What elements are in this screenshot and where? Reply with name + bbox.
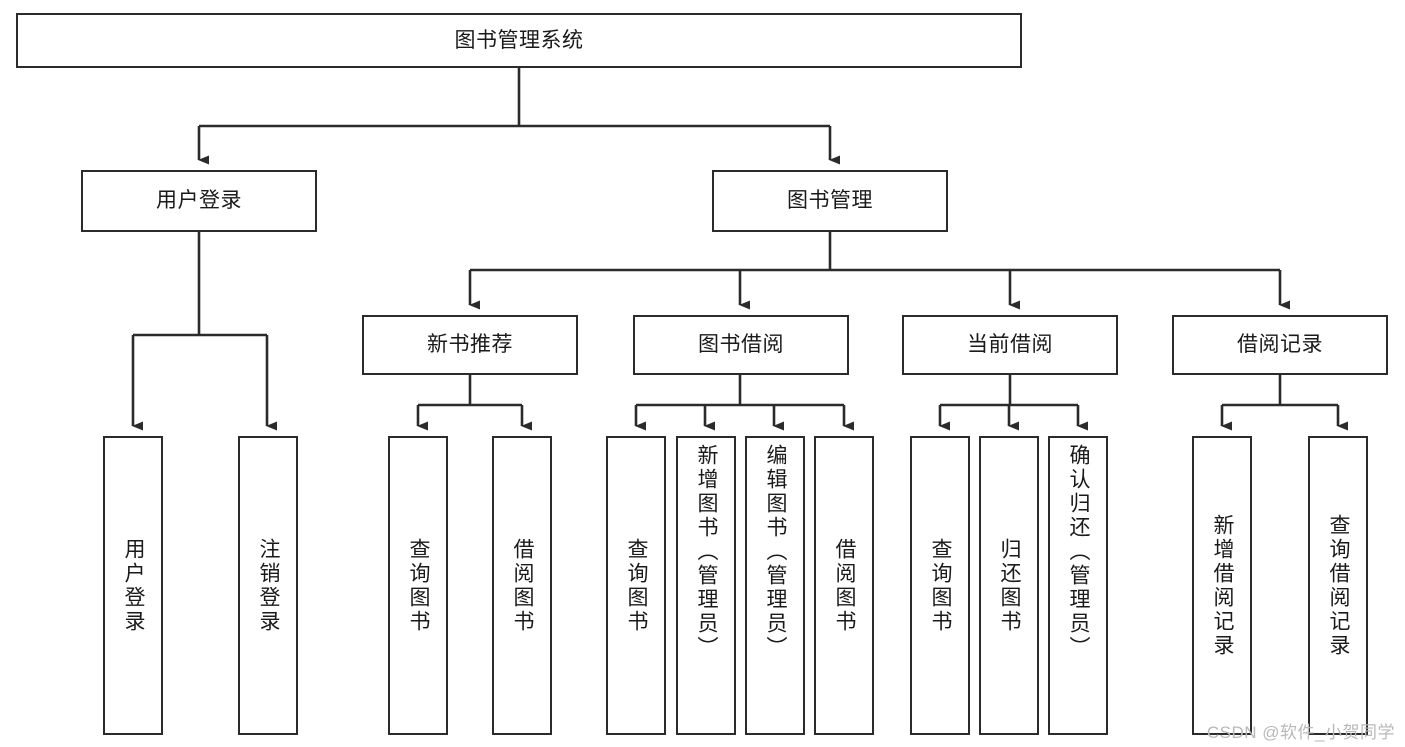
node-leaf-query-book-3-label: 查询图书 — [929, 537, 953, 634]
node-leaf-query-book-1[interactable]: 查询图书 — [388, 436, 448, 735]
node-leaf-query-book-1-label: 查询图书 — [407, 537, 431, 634]
node-leaf-confirm-return-label: 确认归还（管理员） — [1067, 444, 1091, 660]
node-leaf-edit-book[interactable]: 编辑图书（管理员） — [745, 436, 805, 735]
node-leaf-borrow-book-2-label: 借阅图书 — [833, 537, 857, 634]
node-leaf-return-book-label: 归还图书 — [998, 537, 1022, 634]
node-current-borrow-label: 当前借阅 — [967, 333, 1053, 357]
node-leaf-user-login[interactable]: 用户登录 — [103, 436, 163, 735]
node-leaf-return-book[interactable]: 归还图书 — [979, 436, 1039, 735]
node-book-borrow[interactable]: 图书借阅 — [633, 315, 849, 375]
node-leaf-query-record[interactable]: 查询借阅记录 — [1308, 436, 1368, 735]
node-borrow-record-label: 借阅记录 — [1237, 333, 1323, 357]
node-leaf-add-record[interactable]: 新增借阅记录 — [1192, 436, 1252, 735]
node-root-label: 图书管理系统 — [454, 28, 584, 52]
node-leaf-query-book-2[interactable]: 查询图书 — [606, 436, 666, 735]
node-user-login[interactable]: 用户登录 — [81, 170, 317, 232]
node-book-management[interactable]: 图书管理 — [712, 170, 948, 232]
csdn-watermark: CSDN @软件_小贺同学 — [1206, 723, 1395, 742]
node-new-book-recommend-label: 新书推荐 — [427, 333, 513, 357]
node-leaf-query-record-label: 查询借阅记录 — [1327, 513, 1351, 658]
node-leaf-confirm-return[interactable]: 确认归还（管理员） — [1048, 436, 1108, 735]
node-leaf-borrow-book-2[interactable]: 借阅图书 — [814, 436, 874, 735]
node-leaf-user-login-label: 用户登录 — [122, 537, 146, 634]
node-leaf-add-book-label: 新增图书（管理员） — [695, 444, 719, 660]
node-leaf-user-logout[interactable]: 注销登录 — [238, 436, 298, 735]
node-book-borrow-label: 图书借阅 — [698, 333, 784, 357]
node-leaf-borrow-book-1-label: 借阅图书 — [511, 537, 535, 634]
node-leaf-add-record-label: 新增借阅记录 — [1211, 513, 1235, 658]
node-new-book-recommend[interactable]: 新书推荐 — [362, 315, 578, 375]
node-leaf-borrow-book-1[interactable]: 借阅图书 — [492, 436, 552, 735]
node-borrow-record[interactable]: 借阅记录 — [1172, 315, 1388, 375]
node-leaf-query-book-3[interactable]: 查询图书 — [910, 436, 970, 735]
node-leaf-add-book[interactable]: 新增图书（管理员） — [676, 436, 736, 735]
node-current-borrow[interactable]: 当前借阅 — [902, 315, 1118, 375]
node-root[interactable]: 图书管理系统 — [16, 13, 1022, 68]
node-leaf-user-logout-label: 注销登录 — [257, 537, 281, 634]
node-book-management-label: 图书管理 — [787, 189, 873, 213]
node-leaf-edit-book-label: 编辑图书（管理员） — [764, 444, 788, 660]
node-user-login-label: 用户登录 — [156, 189, 242, 213]
node-leaf-query-book-2-label: 查询图书 — [625, 537, 649, 634]
